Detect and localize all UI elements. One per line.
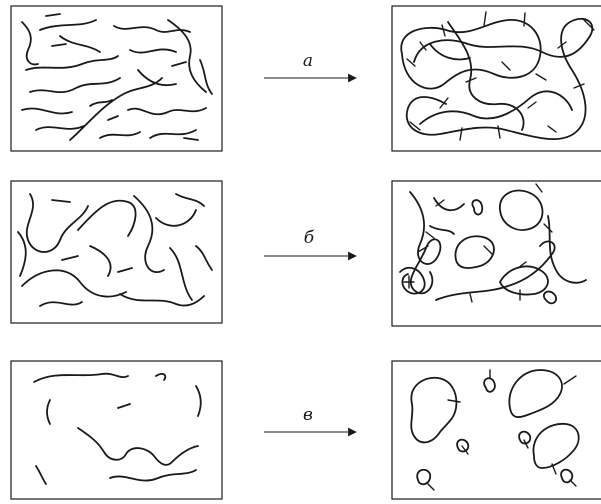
row-a-arrow-label: а (303, 51, 313, 71)
row-b-before-panel (10, 180, 223, 324)
row-c-arrow: в (264, 405, 357, 437)
row-a-arrow: а (264, 51, 357, 83)
row-b-after-panel (391, 180, 601, 327)
row-a-before-panel (10, 5, 223, 152)
row-c: в (10, 360, 601, 500)
row-c-arrow-label: в (303, 405, 313, 425)
row-b-arrow: б (264, 228, 357, 261)
row-b: б (10, 180, 601, 327)
row-a: а (10, 5, 601, 152)
row-c-before-panel (10, 360, 223, 500)
row-b-arrow-label: б (304, 228, 315, 248)
row-a-after-panel (391, 5, 601, 152)
row-c-after-panel (391, 360, 601, 500)
